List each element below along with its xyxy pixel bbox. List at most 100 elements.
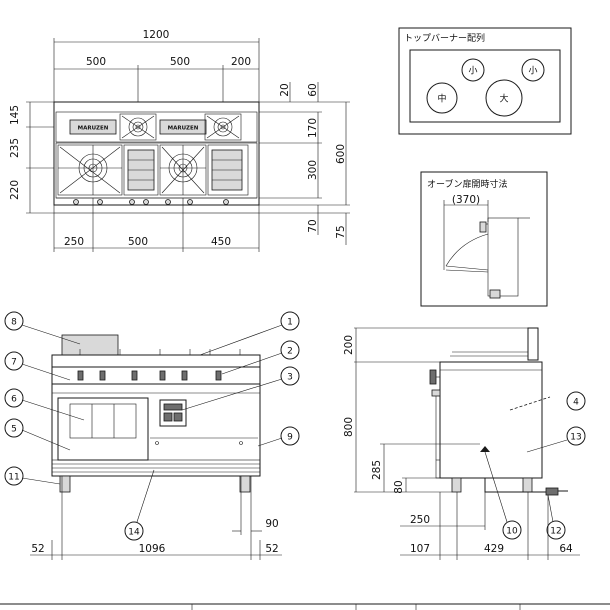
- callout-6: 6: [4, 388, 85, 421]
- front-knobs: [77, 370, 222, 381]
- svg-text:12: 12: [550, 527, 561, 537]
- oven-door-title: オーブン扉開時寸法: [427, 178, 507, 190]
- top-view: MARUZEN MARUZEN: [9, 29, 350, 252]
- svg-text:11: 11: [8, 473, 19, 483]
- griddle-right-icon: [207, 144, 249, 196]
- callout-3: 3: [181, 366, 300, 411]
- kick-plate: [51, 459, 261, 477]
- oven-door-panel: オーブン扉開時寸法 (370): [420, 171, 548, 307]
- dim-20: 20: [279, 83, 291, 96]
- dim-250-side: 250: [410, 514, 430, 526]
- callout-2: 2: [221, 340, 300, 375]
- dim-52-left: 52: [31, 543, 44, 555]
- side-foot-front: [451, 477, 462, 493]
- gas-connector: [545, 487, 559, 496]
- dim-235: 235: [9, 138, 21, 158]
- side-foot-back: [522, 477, 533, 493]
- burner-layout-panel: トップバーナー配列 小 小 中 大: [398, 27, 572, 135]
- top-view-knobs: [73, 199, 229, 205]
- callout-13: 13: [526, 426, 586, 453]
- front-view: 8 7 6 5 11 1 2: [4, 311, 300, 560]
- brand-plate-left-text: MARUZEN: [78, 126, 109, 132]
- callout-10: 10: [484, 451, 522, 540]
- dim-145: 145: [9, 105, 21, 125]
- dim-1200: 1200: [143, 29, 170, 41]
- svg-text:13: 13: [570, 433, 581, 443]
- callout-7: 8: [4, 311, 81, 345]
- dim-170: 170: [307, 118, 319, 138]
- top-view-back-rail: [55, 111, 258, 143]
- dim-450: 450: [211, 236, 231, 248]
- hidden-line: [509, 396, 551, 411]
- dim-107: 107: [410, 543, 430, 555]
- burner-large-label: 大: [499, 93, 508, 105]
- svg-text:14: 14: [128, 528, 140, 538]
- callout-1: 1: [199, 311, 300, 356]
- side-handle: [431, 389, 441, 397]
- burner-small-2-label: 小: [528, 66, 537, 77]
- svg-text:1: 1: [287, 318, 293, 328]
- burner-small-1-label: 小: [468, 66, 477, 77]
- svg-text:5: 5: [11, 425, 17, 435]
- dim-80: 80: [393, 480, 405, 493]
- dim-429: 429: [484, 543, 504, 555]
- oven-window: [69, 403, 137, 439]
- dim-500a: 500: [86, 56, 106, 68]
- dim-75: 75: [335, 225, 347, 238]
- burner-small-2-icon: [521, 58, 545, 82]
- dim-500b: 500: [170, 56, 190, 68]
- callout-14: 14: [124, 469, 155, 541]
- title-block-edge: [0, 603, 610, 610]
- side-body: [439, 361, 543, 479]
- callout-4: 4: [566, 391, 586, 411]
- side-view: 4 13 10 12 200 800 285 80: [343, 327, 586, 560]
- small-burner-2-icon: [204, 113, 242, 141]
- burner-small-1-icon: [461, 58, 485, 82]
- callout-12: 12: [546, 494, 566, 540]
- gas-pipe: [484, 478, 548, 493]
- top-view-handle-rail: [53, 204, 260, 214]
- burner-layout-title: トップバーナー配列: [404, 32, 485, 44]
- dim-200-side: 200: [343, 335, 355, 355]
- griddle-left-icon: [123, 144, 159, 196]
- foot-right: [239, 475, 251, 493]
- svg-text:10: 10: [506, 527, 518, 537]
- dim-285: 285: [371, 460, 383, 480]
- side-knob: [429, 369, 437, 385]
- dim-70: 70: [307, 219, 319, 232]
- brand-plate-right-text: MARUZEN: [168, 126, 199, 132]
- back-riser: [527, 327, 539, 361]
- dim-300: 300: [307, 160, 319, 180]
- callout-5: 5: [4, 418, 71, 451]
- brand-plate-right: [159, 119, 207, 135]
- burner-medium-icon: [426, 82, 458, 114]
- small-burner-1-icon: [119, 113, 157, 141]
- top-plate: [51, 354, 261, 368]
- back-shelf: [61, 334, 119, 356]
- dim-52-right: 52: [265, 543, 278, 555]
- callout-8: 7: [4, 351, 71, 381]
- svg-text:9: 9: [287, 433, 293, 443]
- arrow-marker: [480, 446, 490, 452]
- svg-text:3: 3: [287, 373, 293, 383]
- control-panel: [159, 399, 187, 427]
- dim-500-bottom: 500: [128, 236, 148, 248]
- svg-text:8: 8: [11, 318, 17, 328]
- dim-64: 64: [559, 543, 573, 555]
- callout-11: 11: [4, 466, 61, 486]
- svg-text:2: 2: [287, 347, 293, 357]
- dim-800: 800: [343, 417, 355, 437]
- dim-1096: 1096: [139, 543, 166, 555]
- foot-left: [59, 475, 71, 493]
- medium-burner-icon: [57, 144, 123, 196]
- dim-60: 60: [307, 83, 319, 96]
- dim-220: 220: [9, 180, 21, 200]
- dim-600: 600: [335, 144, 347, 164]
- burner-medium-label: 中: [437, 93, 446, 105]
- oven-door-dim: (370): [452, 194, 480, 206]
- dim-250: 250: [64, 236, 84, 248]
- dim-90: 90: [265, 518, 278, 530]
- large-burner-icon: [159, 144, 207, 196]
- oven-door: [57, 397, 149, 461]
